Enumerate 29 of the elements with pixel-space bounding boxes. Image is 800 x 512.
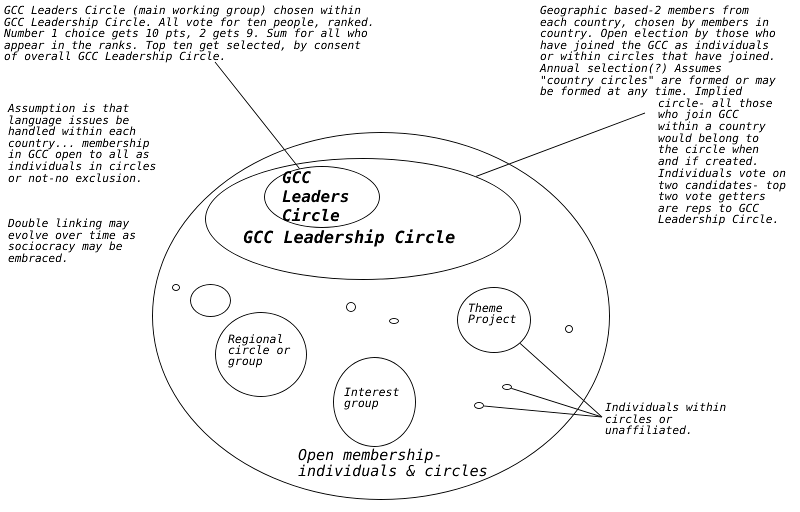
leader-line	[476, 112, 646, 177]
small-circle	[502, 384, 512, 390]
circle	[264, 166, 380, 228]
leader-line	[214, 62, 300, 169]
note-text: Double linking may evolve over time as sociocracy may be embraced.	[8, 218, 137, 264]
small-circle	[346, 302, 356, 312]
circle	[215, 312, 307, 397]
circle-label: GCC Leaders Circle	[282, 168, 350, 225]
circle-label: GCC Leadership Circle	[243, 228, 456, 247]
leader-line	[510, 388, 602, 418]
note-text: Individuals within circles or unaffiliated.	[605, 402, 755, 437]
circle-label: Open membership- individuals & circles	[298, 447, 489, 479]
note-text: Assumption is that language issues be handled within each country... membership in GCC open to all as individuals in circles or not-no exclusion.	[8, 103, 158, 184]
circle-label: Interest group	[344, 387, 400, 409]
circle-label: Regional circle or group	[228, 334, 292, 367]
small-circle	[565, 325, 573, 333]
small-circle	[389, 318, 399, 324]
ellipse	[205, 158, 521, 280]
circle	[190, 284, 231, 317]
circle	[457, 287, 531, 353]
small-circle	[172, 284, 180, 291]
small-circle	[474, 402, 484, 409]
note-text: GCC Leaders Circle (main working group) chosen within GCC Leadership Circle. All vote for ten people, ranked. Number 1 choice gets 10 pts, 2 gets 9. Sum for all who appear in the ranks. Top ten get selected, by consent of overall GCC Leadership Circle.	[4, 5, 376, 63]
circle	[333, 357, 416, 447]
leader-line	[484, 406, 602, 418]
note-text: Individuals vote on two candidates- top two vote getters are reps to GCC Leadership Circle.	[658, 168, 786, 226]
note-text: Geographic based-2 members from each country, chosen by members in country. Open election by those who have joined the GCC as individuals or within circles that have joined. Annual selection(?) Assumes "country circles" are formed or may be formed at any time. Implied circle- all those who join GCC within a country would belong to the circle when and if created.	[540, 5, 780, 169]
leader-line	[520, 342, 602, 418]
circle-label: Theme Project	[468, 303, 518, 325]
